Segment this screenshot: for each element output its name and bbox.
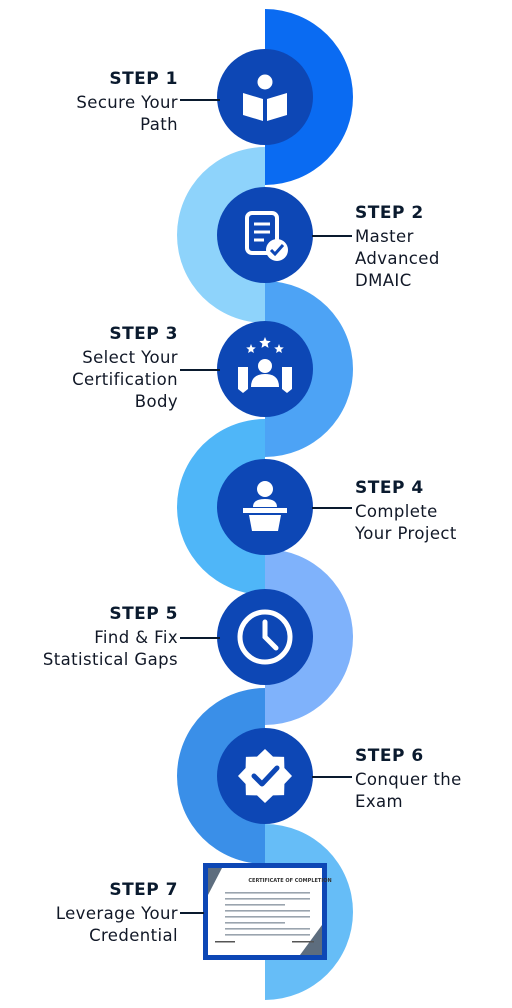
step-2-label: STEP 2 [355, 203, 424, 223]
step-6-text: STEP 6 Conquer the Exam [355, 745, 512, 813]
step-2-text: STEP 2 Master Advanced DMAIC [355, 202, 512, 292]
step-5-connector [180, 637, 220, 639]
step-6-label: STEP 6 [355, 746, 424, 766]
step-5-description: Find & Fix Statistical Gaps [42, 628, 178, 669]
step-icons: CERTIFICATE OF COMPLETION [203, 49, 332, 960]
badge-check-icon [217, 728, 313, 824]
step-4-description: Complete Your Project [355, 502, 457, 543]
step-1-text: STEP 1 Secure Your Path [8, 68, 178, 136]
step-5-label: STEP 5 [109, 604, 178, 624]
step-1-description: Secure Your Path [76, 93, 178, 134]
step-5-text: STEP 5 Find & Fix Statistical Gaps [8, 603, 178, 671]
checked-document-icon [217, 187, 313, 283]
step-4-label: STEP 4 [355, 478, 424, 498]
presenter-podium-icon [217, 459, 313, 555]
step-3-description: Select Your Certification Body [72, 348, 178, 411]
step-3-text: STEP 3 Select Your Certification Body [8, 323, 178, 413]
step-3-connector [180, 369, 220, 371]
step-4-text: STEP 4 Complete Your Project [355, 477, 512, 545]
step-7-connector [180, 912, 204, 914]
step-6-description: Conquer the Exam [355, 770, 462, 811]
step-4-connector [312, 507, 352, 509]
open-book-reader-icon [217, 49, 313, 145]
step-1-connector [180, 99, 220, 101]
step-7-description: Leverage Your Credential [55, 904, 178, 945]
certificate-title: CERTIFICATE OF COMPLETION [248, 878, 331, 884]
step-2-description: Master Advanced DMAIC [355, 227, 440, 290]
step-7-label: STEP 7 [109, 880, 178, 900]
people-stars-icon [217, 321, 313, 417]
step-2-connector [312, 235, 352, 237]
certificate-image: CERTIFICATE OF COMPLETION [203, 863, 332, 960]
step-1-label: STEP 1 [109, 69, 178, 89]
clock-icon [217, 589, 313, 685]
step-7-text: STEP 7 Leverage Your Credential [8, 879, 178, 947]
step-6-connector [312, 776, 352, 778]
step-3-label: STEP 3 [109, 324, 178, 344]
